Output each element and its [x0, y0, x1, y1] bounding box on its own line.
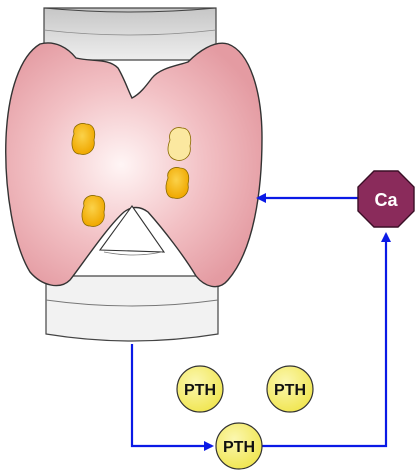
parathyroid-gland-upper-right [168, 128, 191, 161]
pth-label: PTH [184, 382, 216, 399]
pth-label: PTH [274, 382, 306, 399]
arrow-pth-to-calcium [262, 234, 386, 446]
parathyroid-gland-lower-left [82, 195, 105, 226]
calcium-node: Ca [358, 171, 414, 227]
parathyroid-gland-upper-left [72, 123, 95, 154]
trachea-lower [46, 276, 218, 341]
pth-molecule-left: PTH [177, 366, 223, 412]
parathyroid-gland-lower-right [166, 167, 189, 198]
pth-molecule-bottom: PTH [216, 423, 262, 469]
calcium-label: Ca [374, 190, 398, 210]
pth-label: PTH [223, 439, 255, 456]
pth-molecule-right: PTH [267, 366, 313, 412]
